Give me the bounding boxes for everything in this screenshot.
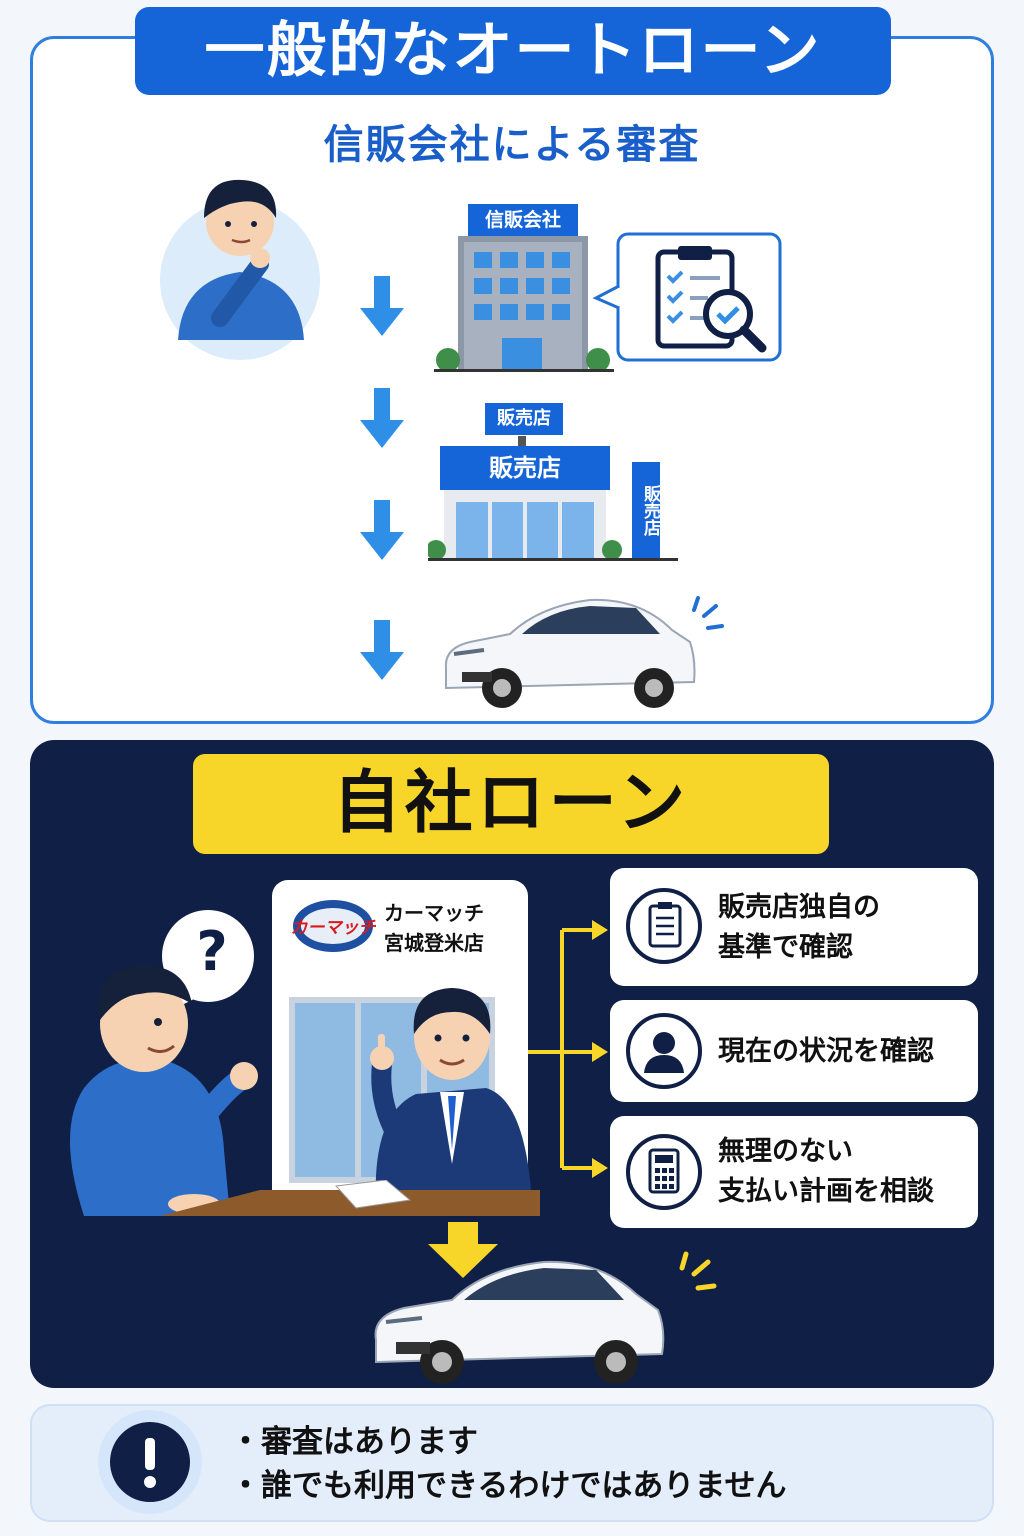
dealer-store-illustration — [428, 401, 678, 561]
credit-company-building-illustration — [434, 204, 614, 372]
exclamation-icon — [98, 1410, 202, 1514]
step-1-line1: 販売店独自の — [718, 892, 880, 923]
general-loan-title: 一般的なオートローン — [135, 7, 891, 95]
down-arrow-icon — [360, 276, 404, 336]
notice-line-2: ・誰でも利用できるわけではありません — [230, 1468, 787, 1504]
sparkle-lines-icon — [692, 596, 724, 630]
white-car-illustration — [444, 598, 696, 708]
notice-list: ・審査はあります ・誰でも利用できるわけではありません — [230, 1420, 970, 1508]
credit-company-label: 信販会社 — [484, 209, 561, 231]
customer-illustration — [70, 910, 258, 1216]
dealer-top-sign: 販売店 — [497, 408, 551, 429]
step-1-line2: 基準で確認 — [718, 932, 853, 963]
step-3-line1: 無理のない — [718, 1136, 853, 1167]
question-mark: ? — [196, 920, 228, 983]
step-text-dealer-criteria: 販売店独自の 基準で確認 — [718, 888, 978, 968]
clipboard-search-icon — [655, 246, 767, 353]
shop-name-line2: 宮城登米店 — [384, 931, 484, 955]
step-text-current-situation: 現在の状況を確認 — [718, 1036, 934, 1067]
dealer-main-sign: 販売店 — [489, 454, 561, 482]
yellow-down-arrow-icon — [428, 1222, 498, 1278]
general-loan-panel — [30, 36, 994, 724]
step-text-payment-plan: 無理のない 支払い計画を相談 — [718, 1132, 978, 1212]
desk-with-document — [160, 1180, 540, 1216]
inhouse-loan-title: 自社ローン — [193, 754, 829, 854]
clipboard-icon — [626, 888, 702, 964]
carmatch-logo: カーマッチ — [291, 900, 377, 952]
shop-name-line1: カーマッチ — [384, 901, 484, 925]
down-arrow-icon — [360, 500, 404, 560]
sales-staff-illustration — [370, 988, 532, 1204]
carmatch-logo-text: カーマッチ — [291, 918, 377, 938]
down-arrow-icon — [360, 388, 404, 448]
calculator-icon — [626, 1134, 702, 1210]
notice-line-1: ・審査はあります — [230, 1424, 478, 1460]
white-car-illustration-2 — [374, 1260, 665, 1384]
down-arrow-icon — [360, 620, 404, 680]
step-3-line2: 支払い計画を相談 — [718, 1176, 934, 1207]
dealer-side-sign: 販売店 — [640, 484, 660, 536]
branch-arrows — [528, 920, 608, 1178]
sparkle-lines-icon-2 — [679, 1251, 717, 1291]
general-loan-subtitle: 信販会社による審査 — [323, 122, 701, 168]
thinking-person-illustration — [160, 179, 320, 360]
person-icon — [626, 1013, 702, 1089]
shop-name: カーマッチ 宮城登米店 — [384, 898, 524, 958]
